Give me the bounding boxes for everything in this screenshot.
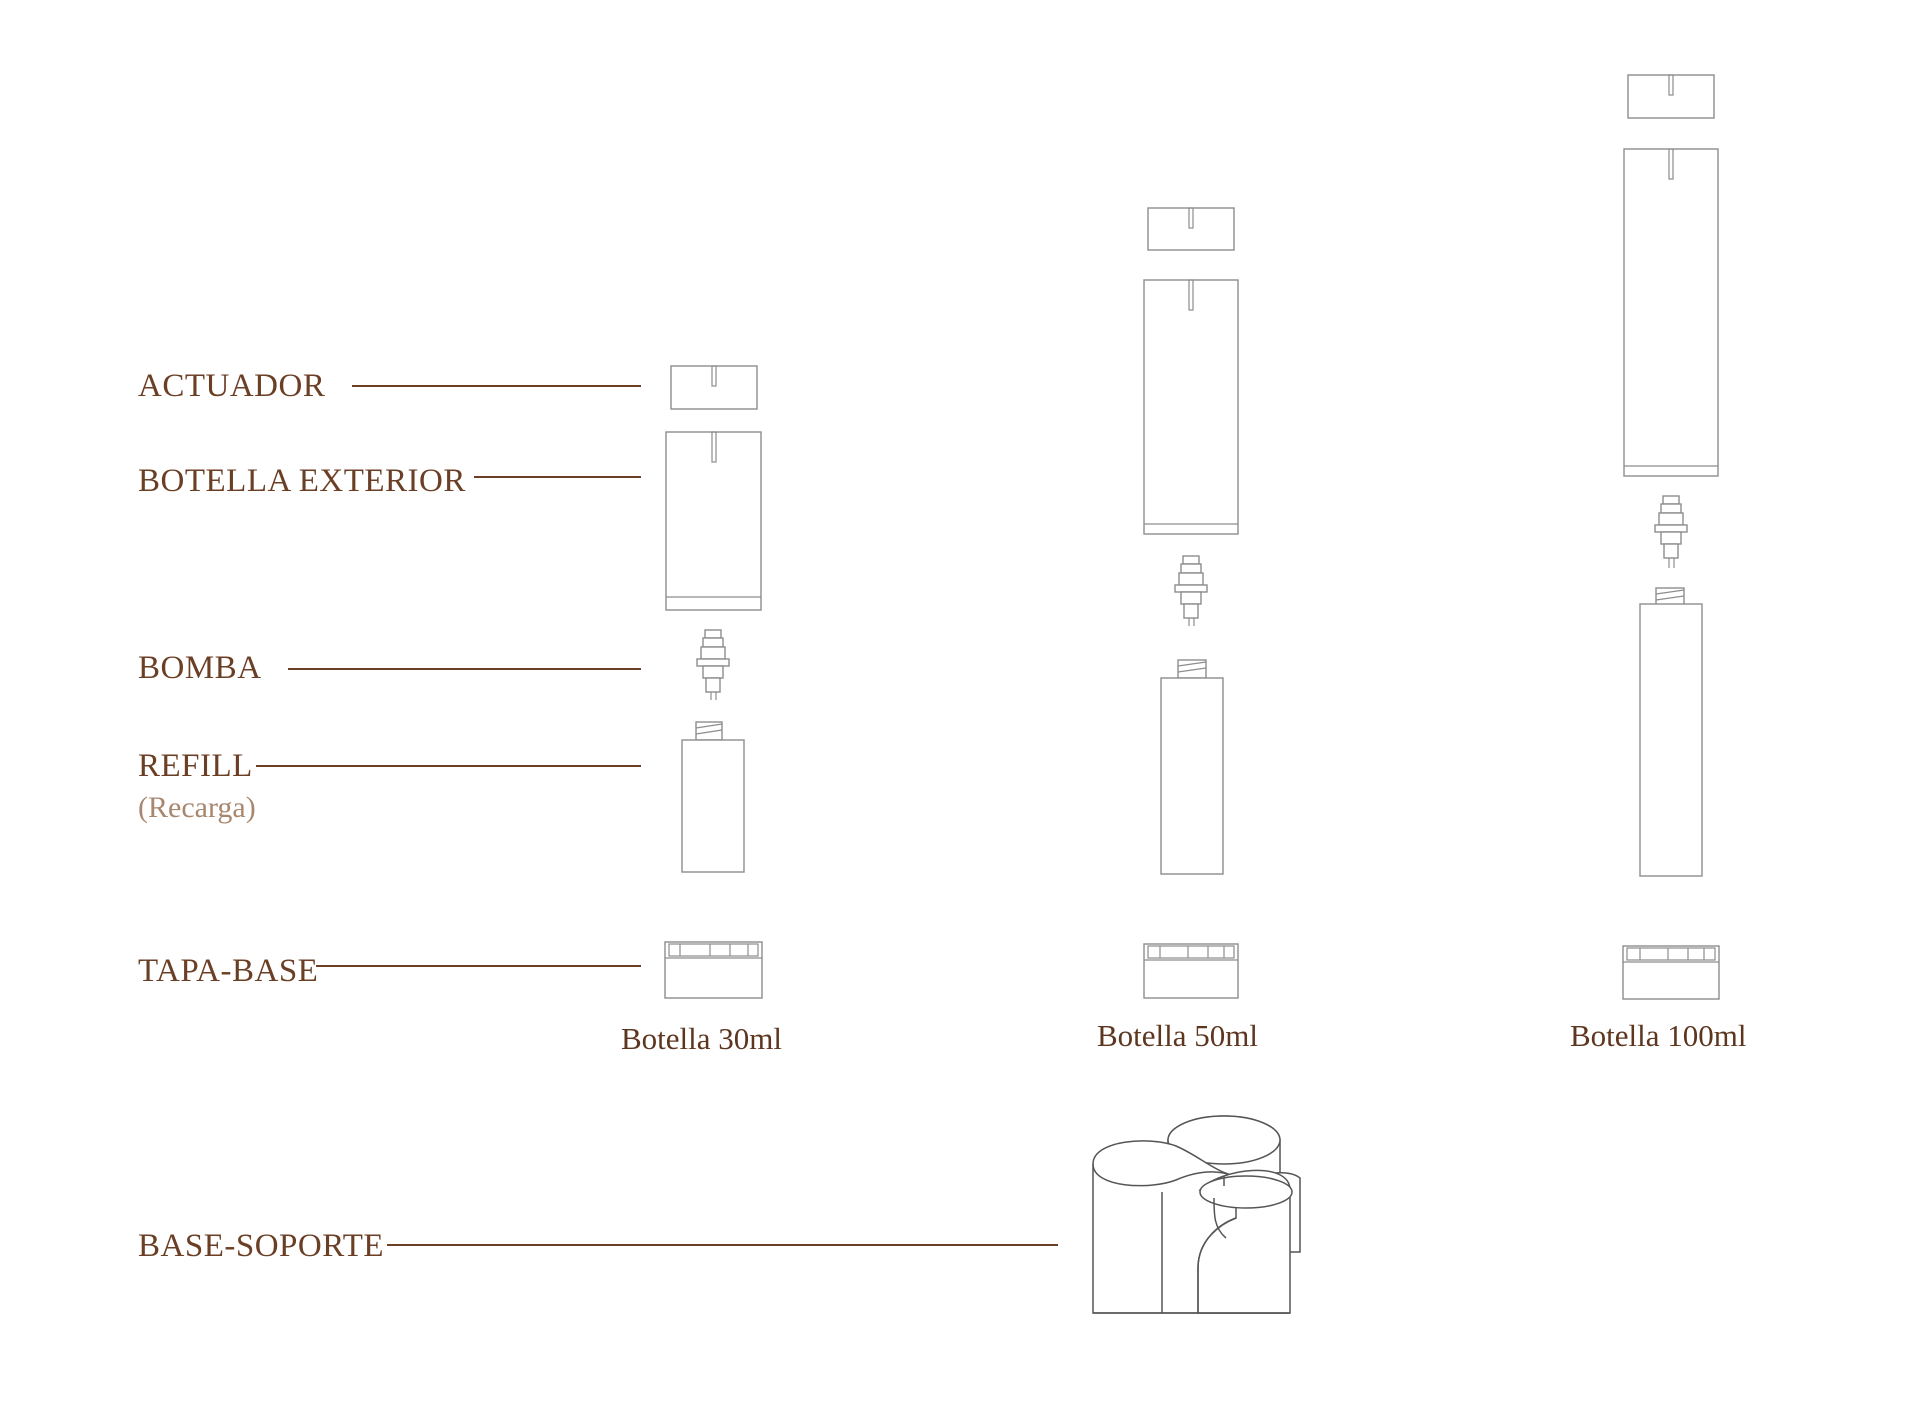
bottle-30ml-assembly: [664, 365, 763, 999]
outer-bottle-50ml: [1143, 279, 1239, 535]
pump-30ml: [696, 629, 730, 700]
refill-body-50ml: [1160, 677, 1224, 875]
base-soporte-stand: [1092, 1115, 1301, 1314]
caption-bottle-100ml: Botella 100ml: [1570, 1018, 1747, 1053]
label-base-soporte: BASE-SOPORTE: [138, 1228, 385, 1264]
pump-100ml: [1654, 495, 1688, 568]
actuator-50ml: [1147, 207, 1235, 251]
label-refill-sub: (Recarga): [138, 791, 256, 824]
outer-bottle-30ml-slot: [711, 431, 717, 463]
caption-bottle-30ml: Botella 30ml: [621, 1021, 783, 1056]
outer-bottle-30ml: [665, 431, 762, 611]
label-botella-exterior: BOTELLA EXTERIOR: [138, 463, 466, 499]
actuator-30ml: [670, 365, 758, 410]
actuator-30ml-slot: [711, 365, 717, 387]
pump-50ml: [1174, 555, 1208, 626]
refill-body-100ml: [1639, 603, 1703, 877]
cap-base-100ml: [1622, 945, 1720, 1000]
bottle-50ml-assembly: [1143, 207, 1239, 999]
label-tapa-base: TAPA-BASE: [138, 953, 319, 989]
label-actuador: ACTUADOR: [138, 368, 326, 404]
label-bomba: BOMBA: [138, 650, 262, 686]
actuator-100ml: [1627, 74, 1715, 119]
caption-bottle-50ml: Botella 50ml: [1097, 1018, 1259, 1053]
cap-base-30ml: [664, 941, 763, 999]
bottle-100ml-assembly: [1622, 74, 1720, 1000]
label-refill: REFILL: [138, 748, 253, 784]
refill-body-30ml: [681, 739, 745, 873]
outer-bottle-100ml: [1623, 148, 1719, 477]
